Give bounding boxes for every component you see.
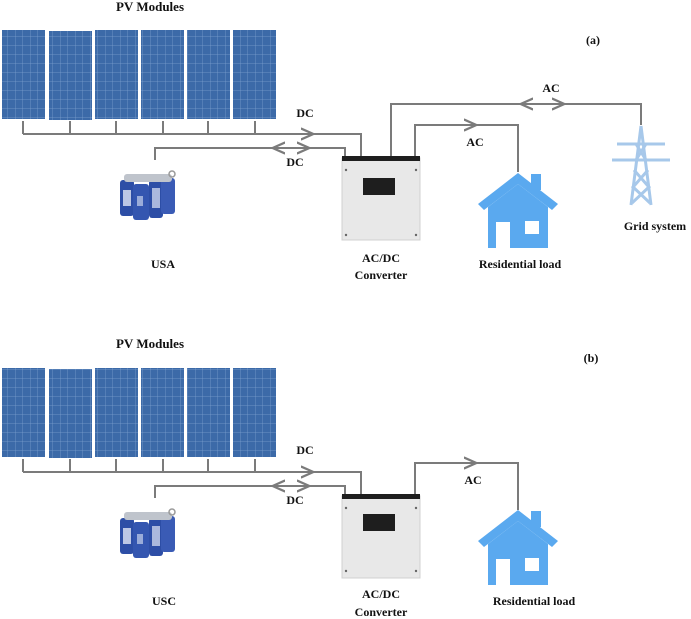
panel-b-dc-storage-label: DC — [286, 493, 303, 507]
panel-b-capacitor-bank-icon — [120, 508, 176, 558]
pv-module — [141, 30, 184, 119]
pv-module — [49, 31, 92, 120]
pv-module — [187, 368, 230, 457]
panel-b-wires — [22, 459, 519, 510]
grid-ac-wire — [390, 103, 642, 157]
pv-dc-bus-wire-end — [310, 133, 362, 157]
panel-b-pv-label: PV Modules — [116, 336, 184, 351]
panel-b-pv-array — [2, 368, 276, 458]
panel-a: PV Modules (a) — [2, 0, 686, 282]
panel-a-pv-label: PV Modules — [116, 0, 184, 14]
panel-b-ac-load-label: AC — [464, 473, 481, 487]
pv-module — [141, 368, 184, 457]
panel-b-storage-label: USC — [152, 594, 176, 608]
panel-b-converter-icon — [341, 494, 421, 579]
pv-module — [233, 30, 276, 119]
panel-a-capacitor-bank-icon — [120, 170, 176, 220]
panel-a-converter-icon — [341, 156, 421, 241]
panel-a-pv-array — [2, 30, 276, 120]
pv-module — [233, 368, 276, 457]
panel-a-dc-storage-label: DC — [286, 155, 303, 169]
storage-dc-wire — [154, 147, 346, 160]
panel-a-storage-label: USA — [151, 257, 175, 271]
panel-a-ac-load-label: AC — [466, 135, 483, 149]
panel-a-house-icon — [478, 173, 558, 248]
panel-b-dc-pv-label: DC — [296, 443, 313, 457]
panel-b-converter-label-line1: AC/DC — [362, 587, 400, 601]
pv-module — [95, 368, 138, 457]
panel-b: PV Modules (b) DC DC AC — [2, 336, 598, 619]
panel-a-grid-label: Grid system — [624, 219, 686, 233]
pv-drop-wire — [22, 459, 256, 472]
panel-a-load-label: Residential load — [479, 257, 562, 271]
panel-a-converter-label-line1: AC/DC — [362, 251, 400, 265]
pv-module — [2, 30, 45, 119]
panel-b-load-label: Residential load — [493, 594, 576, 608]
pv-dc-bus-wire-end — [310, 471, 362, 495]
pv-module — [2, 368, 45, 457]
panel-a-converter-label-line2: Converter — [355, 268, 408, 282]
storage-dc-wire — [154, 485, 346, 498]
panel-a-transmission-tower-icon — [612, 125, 670, 206]
pv-module — [95, 30, 138, 119]
panel-a-tag: (a) — [586, 33, 600, 47]
pv-module — [187, 30, 230, 119]
pv-drop-wire — [22, 121, 256, 134]
panel-a-wires — [22, 103, 642, 172]
panel-b-house-icon — [478, 510, 558, 585]
panel-b-converter-label-line2: Converter — [355, 605, 408, 619]
panel-a-dc-pv-label: DC — [296, 106, 313, 120]
pv-module — [49, 369, 92, 458]
panel-b-tag: (b) — [584, 351, 599, 365]
panel-a-ac-grid-label: AC — [542, 81, 559, 95]
